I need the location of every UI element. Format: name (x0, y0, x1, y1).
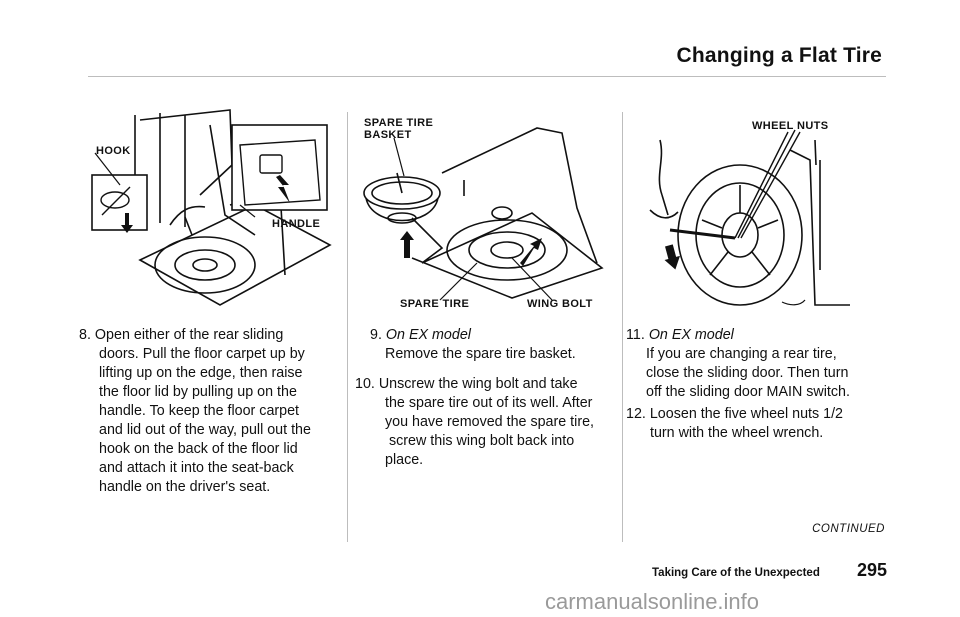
column-divider-right (622, 112, 623, 542)
wing-bolt-label: WING BOLT (527, 298, 593, 310)
step-9-heading: 9. On EX model (355, 326, 576, 345)
spare-tire-label: SPARE TIRE (400, 298, 470, 310)
step-11-model: On EX model (648, 327, 734, 343)
hook-label: HOOK (96, 145, 131, 157)
header-rule (88, 76, 886, 77)
spare-tire-basket-label-line1: SPARE TIRE (364, 117, 434, 129)
wheel-nuts-label: WHEEL NUTS (752, 120, 829, 132)
step-11-heading: 11. On EX model (626, 326, 850, 345)
page-title: Changing a Flat Tire (676, 44, 882, 67)
step-10-number: 10. (355, 376, 375, 392)
page-number: 295 (857, 560, 888, 580)
step-8-first-line: 8. Open either of the rear sliding (79, 327, 284, 343)
step-8: 8. Open either of the rear sliding doors… (79, 327, 311, 495)
step-9-number: 9. (370, 327, 382, 343)
section-name: Taking Care of the Unexpected (652, 567, 820, 579)
column-divider-left (347, 112, 348, 542)
step-9-model: On EX model (385, 327, 471, 343)
step-8-number: 8. (79, 327, 91, 343)
handle-label: HANDLE (272, 218, 321, 230)
spare-tire-basket-illustration (363, 127, 604, 301)
step-11-number: 11. (626, 327, 645, 343)
step-12-number: 12. (626, 406, 646, 422)
wheel-nuts-illustration (649, 129, 850, 306)
step-10: 10. Unscrew the wing bolt and take the s… (355, 376, 595, 468)
step-9: 9. On EX model Remove the spare tire bas… (355, 326, 576, 364)
watermark: carmanualsonline.info (545, 589, 760, 614)
step-10-first-line: 10. Unscrew the wing bolt and take (355, 376, 578, 392)
step-12: 12. Loosen the five wheel nuts 1/2 turn … (626, 406, 844, 441)
spare-tire-basket-label-line2: BASKET (364, 129, 412, 141)
step-11: 11. On EX model If you are changing a re… (626, 326, 850, 400)
floor-lid-illustration (91, 109, 332, 306)
continued-label: CONTINUED (812, 523, 885, 535)
step-12-first-line: 12. Loosen the five wheel nuts 1/2 (626, 406, 844, 422)
